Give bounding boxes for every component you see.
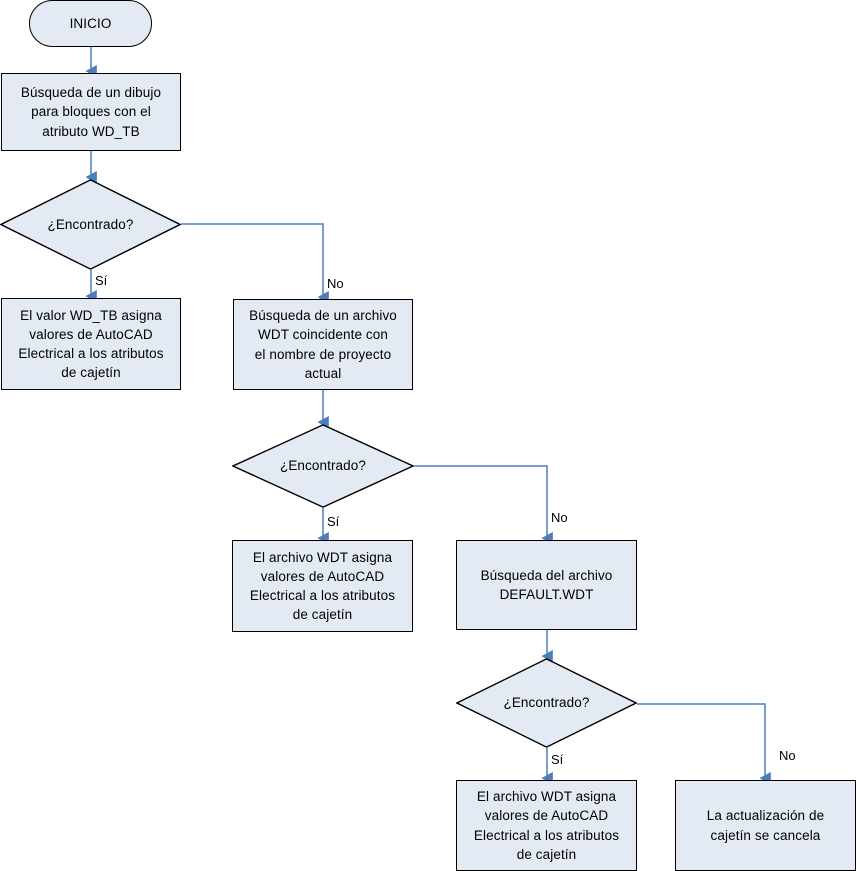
node-label: La actualización de cajetín se cancela bbox=[706, 808, 825, 843]
node-label: ¿Encontrado? bbox=[503, 695, 590, 711]
node-label: INICIO bbox=[69, 15, 112, 31]
connector-e_found3_no bbox=[637, 703, 771, 785]
node-search_block_wdtb[interactable]: Búsqueda de un dibujo para bloques con e… bbox=[1, 73, 181, 151]
node-start[interactable]: INICIO bbox=[29, 0, 152, 47]
edge-label-e_found3_no: No bbox=[779, 748, 796, 763]
edge-label-e_found3_yes: Sí bbox=[551, 752, 564, 767]
node-label: El archivo WDT asigna valores de AutoCAD… bbox=[473, 789, 620, 862]
node-found_1[interactable]: ¿Encontrado? bbox=[0, 179, 181, 270]
node-label: ¿Encontrado? bbox=[47, 216, 134, 232]
diamond-shape bbox=[0, 179, 181, 270]
edge-label-e_found1_yes: Sí bbox=[95, 273, 108, 288]
node-found_2[interactable]: ¿Encontrado? bbox=[232, 424, 414, 508]
diamond-shape bbox=[456, 658, 637, 748]
node-search_wdt_project[interactable]: Búsqueda de un archivo WDT coincidente c… bbox=[233, 299, 413, 390]
node-cancel_update[interactable]: La actualización de cajetín se cancela bbox=[675, 780, 856, 871]
diamond-shape bbox=[232, 424, 414, 508]
connector-e_found2_no bbox=[414, 465, 553, 545]
node-wdt_assigns_1[interactable]: El archivo WDT asigna valores de AutoCAD… bbox=[232, 540, 413, 632]
node-label: El valor WD_TB asigna valores de AutoCAD… bbox=[18, 307, 164, 381]
edge-label-e_found2_no: No bbox=[551, 510, 568, 525]
node-found_3[interactable]: ¿Encontrado? bbox=[456, 658, 637, 748]
node-label: El archivo WDT asigna valores de AutoCAD… bbox=[249, 549, 396, 623]
node-label: ¿Encontrado? bbox=[279, 458, 366, 474]
node-label: Búsqueda de un dibujo para bloques con e… bbox=[20, 85, 162, 139]
node-wdt_assigns_2[interactable]: El archivo WDT asigna valores de AutoCAD… bbox=[456, 780, 637, 871]
connector-e_found1_no bbox=[181, 223, 329, 304]
node-search_default_wdt[interactable]: Búsqueda del archivo DEFAULT.WDT bbox=[456, 540, 637, 630]
node-label: Búsqueda del archivo DEFAULT.WDT bbox=[480, 567, 613, 602]
node-wdtb_assigns[interactable]: El valor WD_TB asigna valores de AutoCAD… bbox=[1, 298, 181, 390]
edge-label-e_found1_no: No bbox=[327, 276, 344, 291]
edge-label-e_found2_yes: Sí bbox=[327, 514, 340, 529]
node-label: Búsqueda de un archivo WDT coincidente c… bbox=[249, 308, 397, 381]
